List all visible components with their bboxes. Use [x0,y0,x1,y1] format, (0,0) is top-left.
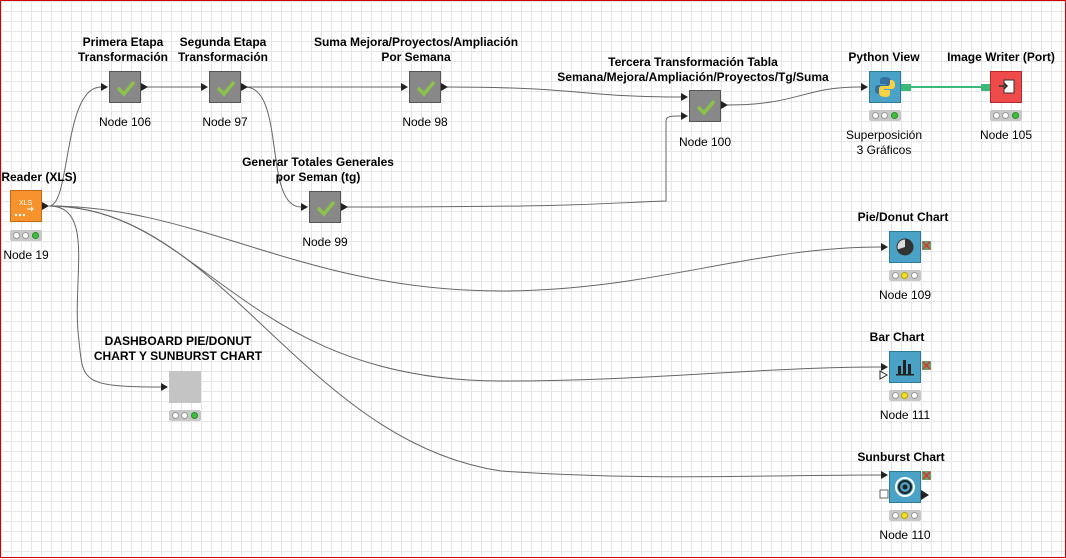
checkmark-icon [696,99,716,116]
node-label-99: Node 99 [302,235,348,249]
status-sunburst [889,510,921,521]
metanode-97[interactable] [209,71,241,103]
node-label-98: Node 98 [402,115,448,129]
status-imgwriter [990,110,1022,121]
python-icon [875,77,895,97]
status-bar [889,390,921,401]
node-label-19: Node 19 [3,248,49,262]
node-dashboard-component[interactable] [169,371,201,403]
node-python-view[interactable] [869,71,901,103]
node-label-110: Node 110 [879,528,931,542]
pie-image-port[interactable] [921,240,933,252]
image-writer-icon [999,79,1015,94]
metanode-99[interactable] [309,191,341,223]
metanode-100[interactable] [689,90,721,122]
connection-99-100 [344,115,682,208]
node-image-writer[interactable] [990,71,1022,103]
metanode-106[interactable] [109,71,141,103]
bar-image-port[interactable] [921,360,933,372]
connection-19-pie [48,205,882,292]
connection-97-99 [244,86,302,208]
bar-chart-icon [896,360,914,376]
node-title-pie: Pie/Donut Chart [857,210,949,224]
port-100-out[interactable] [721,101,729,109]
connection-98-100 [444,86,682,98]
port-98-out[interactable] [441,83,449,91]
node-title-reader: Reader (XLS) [1,170,77,184]
status-python [869,110,901,121]
node-label-111: Node 111 [879,408,931,422]
node-pie-donut-chart[interactable] [889,231,921,263]
connection-100-python [724,86,862,106]
sunburst-output-port[interactable] [921,490,931,500]
port-97-out[interactable] [241,83,249,91]
node-label-109: Node 109 [878,288,932,302]
reader-output-port[interactable] [42,202,50,210]
node-sunburst-chart[interactable] [889,471,921,503]
connection-19-sunburst [48,205,882,478]
port-106-out[interactable] [141,83,149,91]
excel-file-icon: XLS [14,200,34,217]
node-bar-chart[interactable] [889,351,921,383]
node-label-106: Node 106 [98,115,152,129]
port-99-out[interactable] [341,203,349,211]
bar-optional-input-port[interactable] [879,370,889,380]
node-reader-xls[interactable]: XLS [10,190,42,222]
node-title-python: Python View [848,50,920,64]
connection-19-106 [48,86,102,207]
xls-icon-text: XLS [19,200,33,207]
connection-19-dashboard [48,205,162,388]
sunburst-image-port[interactable] [921,470,933,482]
status-reader [10,230,42,241]
checkmark-icon [416,80,436,97]
node-label-100: Node 100 [678,135,732,149]
node-title-imgwriter: Image Writer (Port) [947,50,1055,64]
metanode-98[interactable] [409,71,441,103]
checkmark-icon [316,200,336,217]
checkmark-icon [216,80,236,97]
sunburst-icon [895,477,915,497]
node-label-97: Node 97 [202,115,248,129]
status-pie [889,270,921,281]
checkmark-icon [116,80,136,97]
pie-chart-icon [896,238,914,256]
node-title-bar: Bar Chart [869,330,925,344]
sunburst-optional-input-port[interactable] [879,489,889,499]
node-title-sunburst: Sunburst Chart [857,450,945,464]
node-label-105: Node 105 [979,128,1033,142]
status-dashboard [169,410,201,421]
